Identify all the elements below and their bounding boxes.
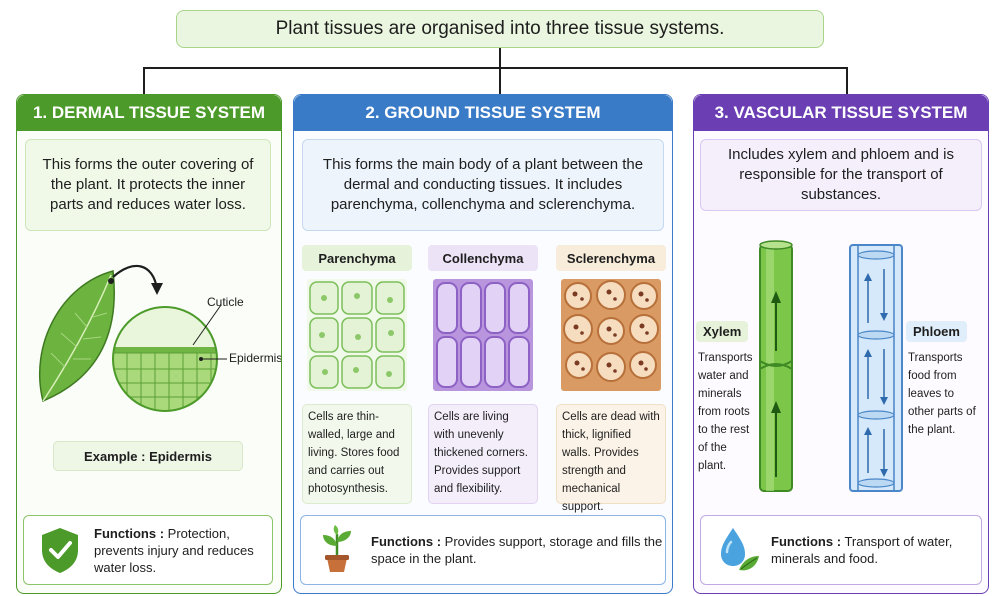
- xylem-phloem-illustration: [759, 240, 903, 492]
- connector-bar: [143, 67, 848, 69]
- phloem-description: Transports food from leaves to other par…: [908, 352, 976, 436]
- xylem-label: Xylem: [696, 321, 749, 342]
- collenchyma-description: Cells are living with unevenly thickened…: [428, 404, 538, 504]
- xylem-description: Transports water and minerals from roots…: [698, 352, 753, 472]
- vascular-heading: 3. VASCULAR TISSUE SYSTEM: [694, 95, 988, 131]
- phloem-label: Phloem: [906, 321, 967, 342]
- vascular-functions-label: Functions :: [771, 534, 842, 549]
- vascular-panel: 3. VASCULAR TISSUE SYSTEM Includes xylem…: [693, 94, 989, 594]
- leaf-epidermis-illustration: [38, 264, 227, 412]
- dermal-heading: 1. DERMAL TISSUE SYSTEM: [17, 95, 281, 131]
- connector-right: [846, 67, 848, 95]
- epidermis-label: Epidermis: [229, 351, 282, 365]
- collenchyma-column: Collenchyma Cells are living with uneven…: [428, 245, 538, 504]
- dermal-functions-box: Functions : Protection, prevents injury …: [23, 515, 273, 585]
- ground-functions-value: Provides support, storage and fills the …: [371, 534, 663, 566]
- parenchyma-tag: Parenchyma: [302, 245, 412, 271]
- ground-heading: 2. GROUND TISSUE SYSTEM: [294, 95, 672, 131]
- connector-middle: [499, 67, 501, 95]
- potted-plant-icon: [323, 525, 351, 572]
- sclerenchyma-cells-illustration: [561, 279, 661, 391]
- dermal-description: This forms the outer covering of the pla…: [25, 139, 271, 231]
- diagram-title: Plant tissues are organised into three t…: [176, 10, 824, 48]
- parenchyma-column: Parenchyma Cells are thin-walled, large …: [302, 245, 412, 504]
- shield-check-icon: [42, 528, 78, 573]
- collenchyma-tag: Collenchyma: [428, 245, 538, 271]
- ground-functions-text: Functions : Provides support, storage an…: [371, 533, 665, 567]
- dermal-functions-label: Functions :: [94, 525, 165, 541]
- sclerenchyma-tag: Sclerenchyma: [556, 245, 666, 271]
- water-drop-leaf-icon: [721, 528, 759, 571]
- connector-stem: [499, 48, 501, 68]
- ground-functions-label: Functions :: [371, 534, 442, 549]
- ground-functions-box: Functions : Provides support, storage an…: [300, 515, 666, 585]
- dermal-panel: 1. DERMAL TISSUE SYSTEM This forms the o…: [16, 94, 282, 594]
- parenchyma-cells-illustration: [307, 279, 407, 391]
- vascular-functions-text: Functions : Transport of water, minerals…: [771, 533, 981, 567]
- vascular-functions-box: Functions : Transport of water, minerals…: [700, 515, 982, 585]
- vascular-description: Includes xylem and phloem and is respons…: [700, 139, 982, 211]
- dermal-functions-text: Functions : Protection, prevents injury …: [94, 525, 272, 576]
- ground-description: This forms the main body of a plant betw…: [302, 139, 664, 231]
- sclerenchyma-description: Cells are dead with thick, lignified wal…: [556, 404, 666, 513]
- collenchyma-cells-illustration: [433, 279, 533, 391]
- ground-panel: 2. GROUND TISSUE SYSTEM This forms the m…: [293, 94, 673, 594]
- parenchyma-description: Cells are thin-walled, large and living.…: [302, 404, 412, 504]
- vascular-functions-value: Transport of water, minerals and food.: [771, 534, 953, 566]
- sclerenchyma-column: Sclerenchyma Cells are dead with thick, …: [556, 245, 666, 513]
- cuticle-label: Cuticle: [207, 295, 244, 309]
- connector-left: [143, 67, 145, 95]
- example-box: Example : Epidermis: [53, 441, 243, 471]
- dermal-functions-value: Protection, prevents injury and reduces …: [94, 525, 254, 575]
